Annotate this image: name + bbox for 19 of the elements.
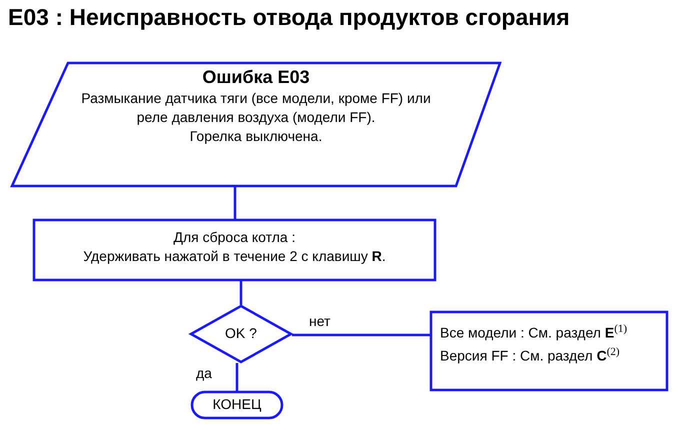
connector-line (234, 187, 236, 219)
box-heading: Ошибка E03 (202, 66, 310, 89)
box-text: Версия FF : См. раздел C$^{(2)}$ (440, 344, 620, 366)
data-parallelogram (12, 62, 500, 187)
box-text: Размыкание датчика тяги (все модели, кроме FF) или реле давления воздуха (модели FF). (81, 89, 431, 127)
box-text: Удерживать нажатой в течение 2 с клавишу R. (83, 247, 386, 266)
connector-line (240, 281, 242, 305)
box-text: Горелка выключена. (190, 127, 322, 146)
decision-diamond (190, 305, 292, 363)
diagram-title: E03 : Неисправность отвода продуктов сгорания (8, 4, 570, 31)
box-text: OK ? (225, 324, 257, 343)
process-box (430, 311, 668, 391)
box-text: КОНЕЦ (212, 395, 262, 414)
connector-line (236, 363, 238, 391)
terminal-box (191, 391, 283, 419)
box-text: Для сброса котла : (174, 228, 296, 247)
box-text: Все модели : См. раздел E$^{(1)}$ (440, 322, 628, 343)
connector-line (292, 334, 430, 336)
process-box (33, 219, 436, 281)
